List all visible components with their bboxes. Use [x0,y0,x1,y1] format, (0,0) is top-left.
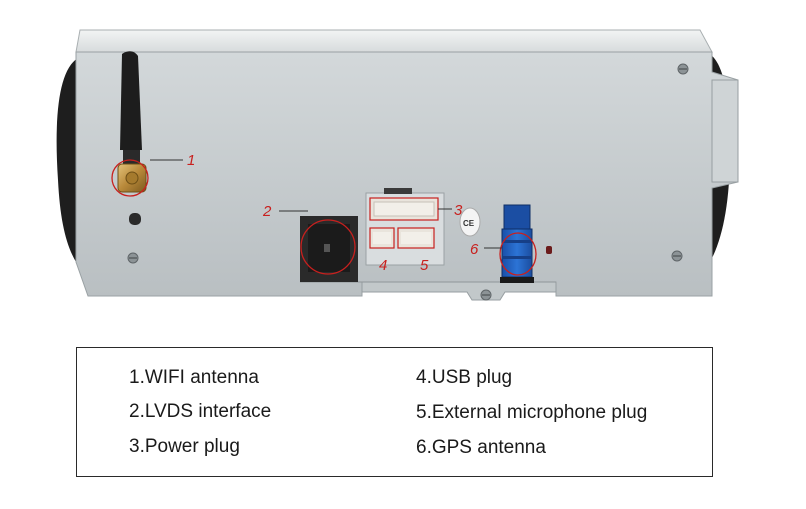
callout-label-4: 4 [379,257,387,274]
small-hole [129,213,141,225]
gps-antenna-connector [500,204,534,283]
legend-item-gps-antenna: 6.GPS antenna [416,437,546,458]
callout-label-3: 3 [454,202,463,219]
metal-panel [75,51,739,297]
callout-label-1: 1 [187,152,195,169]
callout-label-6: 6 [470,241,479,258]
small-red-indicator [546,246,552,254]
usb-plug-connector [369,227,395,249]
power-plug-connector [369,197,439,221]
legend-box: 1.WIFI antenna 2.LVDS interface 3.Power … [76,347,713,477]
legend-item-usb-plug: 4.USB plug [416,367,513,388]
screw-icon [671,250,683,262]
screw-icon [480,289,492,301]
bottom-tab [361,281,557,301]
connector-top-latch [384,188,412,194]
callout-box-4 [369,227,395,249]
wifi-antenna-icon [117,51,147,193]
legend-item-wifi-antenna: 1.WIFI antenna [129,367,259,388]
callout-label-5: 5 [420,257,429,274]
screw-icon [677,63,689,75]
legend-item-lvds-interface: 2.LVDS interface [129,401,272,422]
screw-icon [127,252,139,264]
microphone-plug-connector [397,227,435,249]
legend-item-microphone-plug: 5.External microphone plug [416,402,648,423]
callout-ring-6 [499,232,537,276]
callout-ring-1 [111,159,149,197]
callout-box-5 [397,227,435,249]
top-lid [75,29,713,53]
lvds-interface-connector [300,216,358,282]
ce-mark-text: CE [463,219,475,228]
callout-ring-2 [300,219,356,275]
legend-item-power-plug: 3.Power plug [129,436,240,457]
callout-label-2: 2 [262,203,272,220]
right-bracket [711,79,739,183]
ce-sticker: CE [459,207,481,237]
